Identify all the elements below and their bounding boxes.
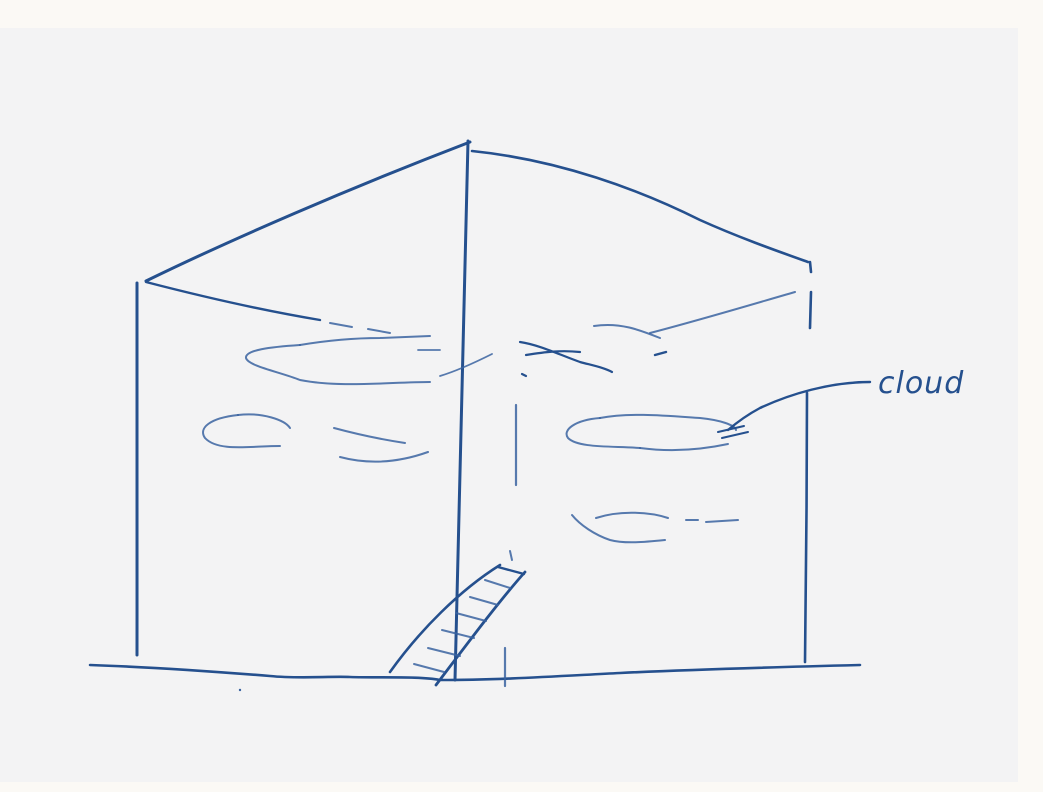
floor-line xyxy=(90,665,860,680)
cloud-right-middle xyxy=(567,415,736,450)
back-edge-dashes xyxy=(505,405,516,686)
cloud-left-upper xyxy=(246,336,492,384)
cloud-right-lower xyxy=(572,513,738,543)
cloud-right-top xyxy=(520,292,795,376)
right-wall-edge xyxy=(805,262,811,662)
cloud-left-lower xyxy=(203,414,428,461)
ink-dot xyxy=(239,689,241,691)
roof-outline xyxy=(146,142,808,333)
cloud-label: cloud xyxy=(878,366,964,401)
cloud-label-arrow xyxy=(718,382,870,438)
